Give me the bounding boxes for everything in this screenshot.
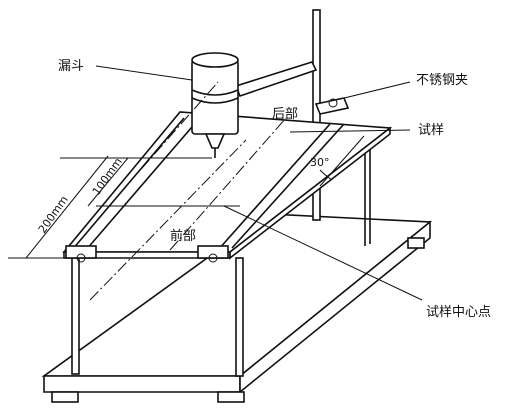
specimen-center-label: 试样中心点 (426, 305, 491, 320)
funnel-label: 漏斗 (58, 58, 84, 74)
rear-label: 后部 (272, 107, 298, 122)
stand-post (312, 9, 321, 221)
rear-clip (314, 97, 350, 115)
specimen-label: 试样 (418, 123, 444, 138)
front-right-clip (197, 245, 229, 263)
funnel-assembly (191, 52, 318, 158)
leader-lines (95, 65, 423, 301)
dimension-lines (8, 135, 365, 259)
center-lines (89, 81, 287, 301)
front-left-clip (65, 245, 97, 263)
front-label: 前部 (170, 228, 196, 244)
dimension-200mm-label: 200mm (36, 194, 71, 236)
specimen-board (62, 111, 393, 260)
angle-label: 30° (310, 156, 330, 169)
stainless-clip-label: 不锈钢夹 (416, 73, 468, 88)
